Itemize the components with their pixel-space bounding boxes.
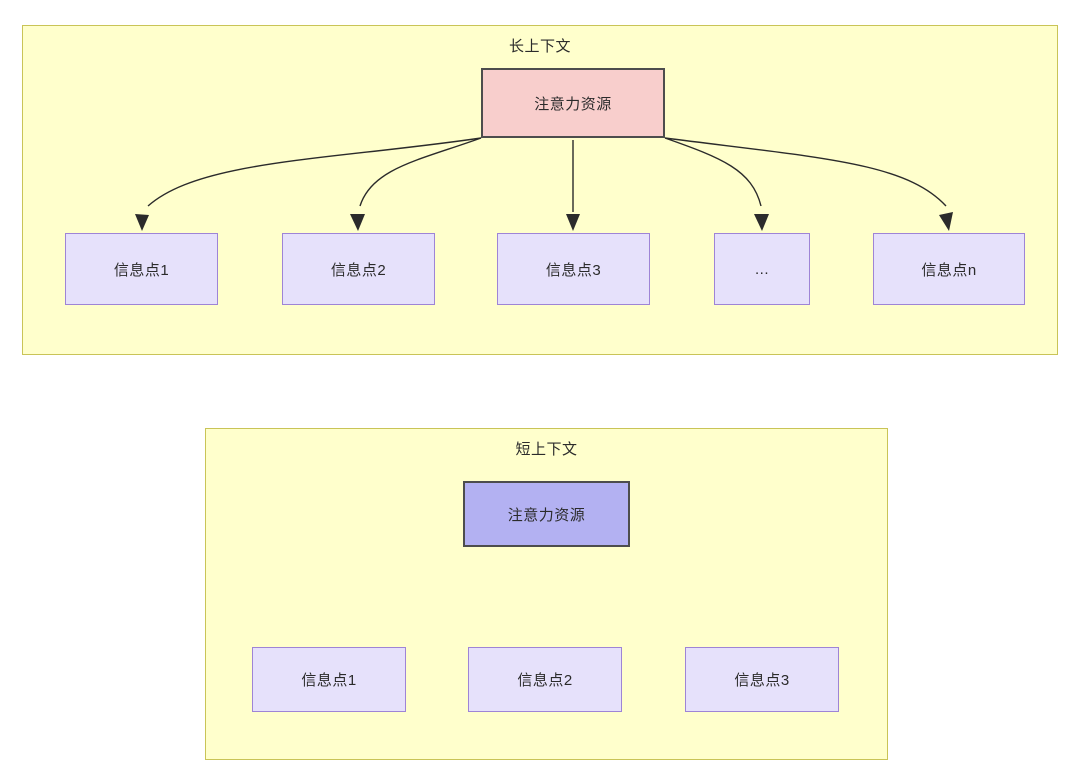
node-label: 注意力资源 [534,95,612,113]
node-label: 信息点n [921,261,977,279]
group-long-context-title: 长上下文 [508,38,571,55]
node-label: 注意力资源 [507,506,586,524]
node-label: 信息点1 [113,261,170,279]
node-info-point-2-short[interactable]: 信息点2 [468,647,622,712]
node-info-point-1-long[interactable]: 信息点1 [65,233,218,305]
node-info-point-n-long[interactable]: 信息点n [873,233,1025,305]
node-label: 信息点1 [301,672,357,689]
node-info-point-2-long[interactable]: 信息点2 [282,233,435,305]
node-label: 信息点3 [734,672,790,689]
group-short-context-title: 短上下文 [515,441,578,458]
node-info-point-1-short[interactable]: 信息点1 [252,647,406,712]
node-label: 信息点2 [517,672,573,689]
node-label: ... [754,260,769,278]
node-info-point-ellipsis-long[interactable]: ... [714,233,810,305]
node-attention-resource-long[interactable]: 注意力资源 [481,68,665,138]
node-label: 信息点2 [330,261,387,279]
node-info-point-3-short[interactable]: 信息点3 [685,647,839,712]
node-attention-resource-short[interactable]: 注意力资源 [463,481,630,547]
node-info-point-3-long[interactable]: 信息点3 [497,233,650,305]
node-label: 信息点3 [545,261,602,279]
